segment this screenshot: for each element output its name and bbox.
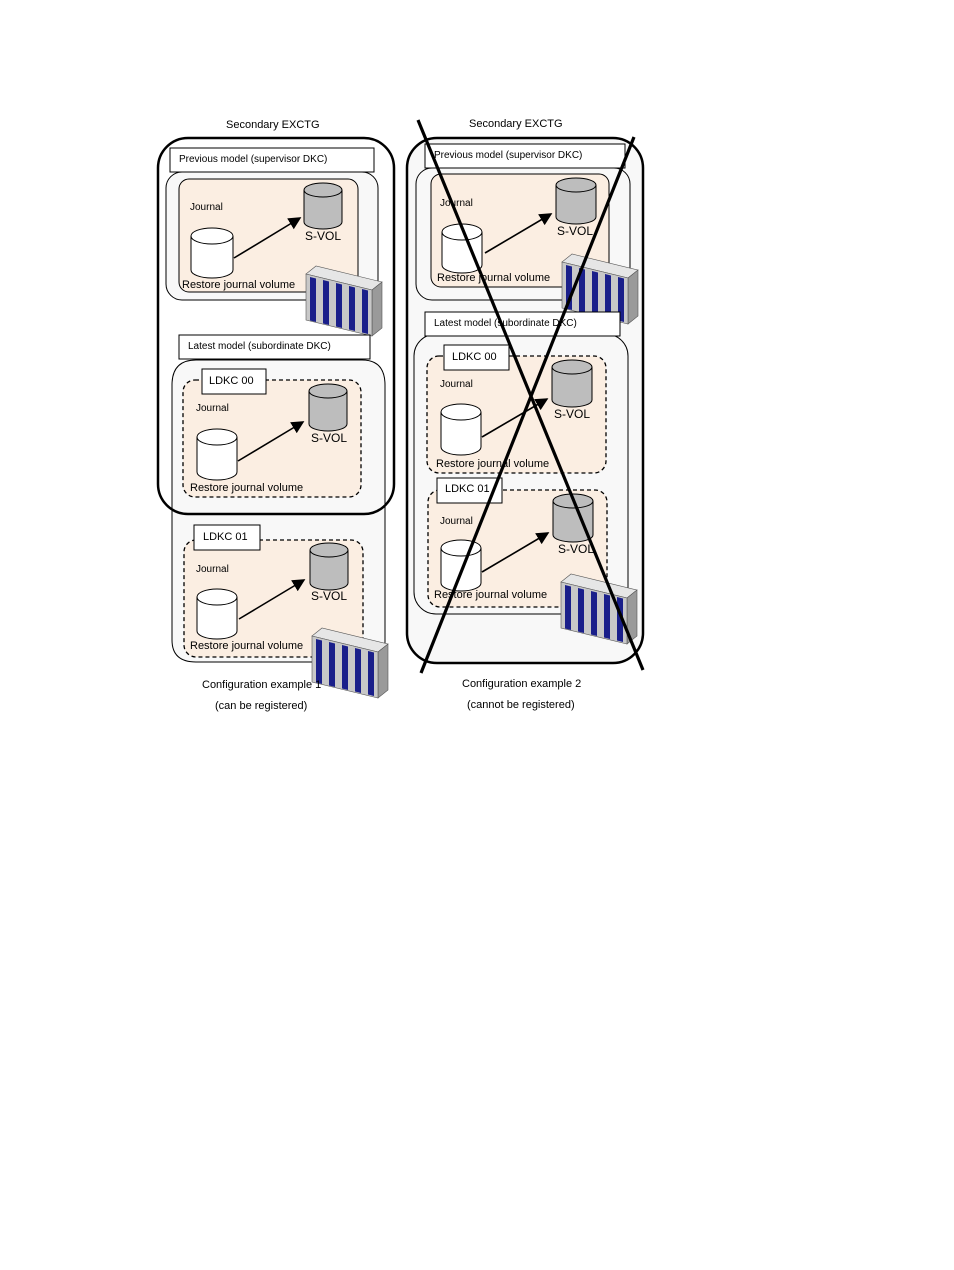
left-ldkc01-restore-label: Restore journal volume	[190, 640, 303, 652]
left-previous-restore-label: Restore journal volume	[182, 279, 295, 291]
left-ldkc01-tag: LDKC 01	[203, 531, 248, 543]
storage-system-icon	[311, 627, 389, 699]
right-previous-restore-label: Restore journal volume	[437, 272, 550, 284]
right-previous-model-label-box	[424, 143, 626, 169]
right-ldkc00-restore-label: Restore journal volume	[436, 458, 549, 470]
disk-cylinder-icon	[440, 403, 482, 456]
left-previous-model-label-box	[169, 147, 375, 173]
left-latest-model-label-box	[178, 334, 371, 360]
left-ldkc01-journal-label: Journal	[196, 564, 229, 575]
copy-arrow	[237, 421, 305, 462]
right-ldkc00-svol-label: S-VOL	[554, 407, 590, 421]
disk-cylinder-icon	[196, 588, 238, 640]
copy-arrow	[481, 532, 550, 573]
copy-arrow	[233, 217, 302, 259]
left-exctg-outline	[156, 136, 396, 516]
right-caption-line1: Configuration example 2	[462, 678, 581, 690]
right-ldkc00-journal-label: Journal	[440, 379, 473, 390]
right-ldkc01-restore-label: Restore journal volume	[434, 589, 547, 601]
config-example-2: Secondary EXCTG Previous model (supervis…	[405, 118, 645, 711]
right-latest-model-label-box	[424, 311, 621, 337]
left-previous-journal-label: Journal	[190, 202, 223, 213]
x-mark	[416, 119, 645, 674]
left-previous-model-label: Previous model (supervisor DKC)	[179, 154, 327, 165]
disk-cylinder-icon	[190, 227, 234, 279]
left-ldkc00-journal-label: Journal	[196, 403, 229, 414]
left-ldkc01-svol-label: S-VOL	[311, 589, 347, 603]
left-caption-line2: (can be registered)	[215, 700, 307, 712]
right-previous-model-label: Previous model (supervisor DKC)	[434, 150, 582, 161]
left-ldkc00-tag: LDKC 00	[209, 375, 254, 387]
right-ldkc01-journal-label: Journal	[440, 516, 473, 527]
storage-system-icon	[560, 573, 638, 645]
copy-arrow	[238, 579, 306, 620]
disk-cylinder-icon	[551, 359, 593, 408]
disk-cylinder-icon	[308, 383, 348, 432]
copy-arrow	[484, 213, 553, 254]
right-previous-svol-label: S-VOL	[557, 224, 593, 238]
disk-cylinder-icon	[555, 177, 597, 225]
left-ldkc01-tag-box	[193, 524, 261, 551]
left-previous-svol-label: S-VOL	[305, 229, 341, 243]
disk-cylinder-icon	[303, 182, 343, 230]
right-latest-model-label: Latest model (subordinate DKC)	[434, 318, 577, 329]
disk-cylinder-icon	[309, 542, 349, 591]
left-latest-model-label: Latest model (subordinate DKC)	[188, 341, 331, 352]
left-ldkc00-restore-label: Restore journal volume	[190, 482, 303, 494]
left-ldkc00-svol-label: S-VOL	[311, 431, 347, 445]
right-previous-journal-label: Journal	[440, 198, 473, 209]
config-example-1: Secondary EXCTG Previous model (supervis…	[156, 119, 396, 712]
left-ldkc00-tag-box	[201, 368, 267, 395]
right-ldkc00-tag-box	[443, 344, 510, 371]
left-exctg-title: Secondary EXCTG	[226, 119, 320, 131]
disk-cylinder-icon	[440, 539, 482, 592]
disk-cylinder-icon	[196, 428, 238, 481]
right-caption-line2: (cannot be registered)	[467, 699, 575, 711]
right-ldkc01-svol-label: S-VOL	[558, 542, 594, 556]
right-ldkc01-tag: LDKC 01	[445, 483, 490, 495]
storage-system-icon	[305, 265, 383, 337]
disk-cylinder-icon	[441, 223, 483, 274]
left-caption-line1: Configuration example 1	[202, 679, 321, 691]
right-exctg-title: Secondary EXCTG	[469, 118, 563, 130]
right-ldkc00-tag: LDKC 00	[452, 351, 497, 363]
